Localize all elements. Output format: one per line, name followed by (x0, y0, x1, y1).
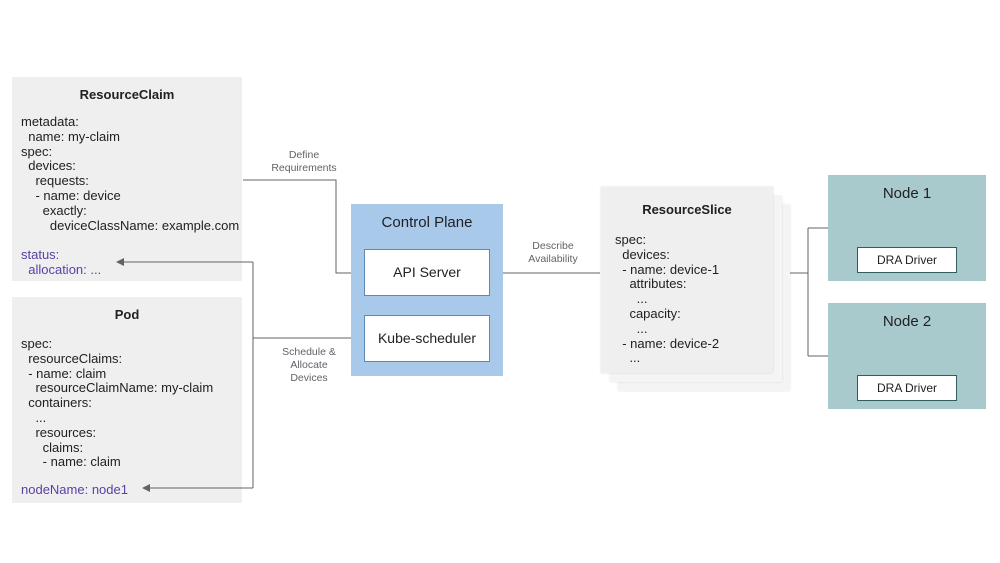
describe-label-line: Describe (532, 240, 574, 252)
code-line: spec: (21, 143, 53, 159)
node-2-dra-driver: DRA Driver (857, 375, 957, 401)
code-line: spec: (615, 232, 647, 247)
code-line: ... (615, 291, 648, 307)
control-plane-title: Control Plane (381, 214, 473, 231)
code-line: devices: (615, 246, 670, 262)
node-2-title: Node 2 (882, 313, 932, 330)
code-line: exactly: (21, 202, 87, 218)
code-line: capacity: (615, 306, 681, 321)
code-line: - name: device (21, 188, 121, 203)
code-line: - name: device-2 (615, 335, 720, 351)
code-line: spec: (21, 336, 53, 351)
code-line: ... (615, 350, 641, 366)
node-1-title: Node 1 (882, 185, 932, 202)
node-1-box: Node 1 DRA Driver (828, 175, 986, 281)
devices-label-line: Devices (290, 372, 328, 384)
pod-title: Pod (114, 307, 140, 322)
allocate-label-line: Allocate (290, 359, 328, 371)
schedule-allocate-label: Schedule & Allocate Devices (266, 346, 352, 385)
code-line: status: (21, 247, 60, 262)
node-bracket-line (790, 227, 828, 357)
api-server-box: API Server (364, 249, 490, 296)
control-plane-box: Control Plane API Server Kube-scheduler (351, 204, 503, 376)
node-1-dra-driver: DRA Driver (857, 247, 957, 273)
code-line: resources: (21, 424, 97, 440)
resource-claim-title: ResourceClaim (79, 87, 175, 102)
resource-slice-panel: ResourceSlice spec: devices: - name: dev… (601, 187, 773, 373)
pod-node-name: nodeName: node1 (21, 482, 128, 497)
code-line: attributes: (615, 276, 687, 292)
code-line: - name: device-1 (615, 261, 720, 277)
availability-label-line: Availability (528, 253, 578, 265)
requirements-label-line: Requirements (271, 162, 337, 174)
code-line: devices: (21, 158, 76, 174)
define-requirements-arrow (243, 179, 361, 277)
code-line: requests: (21, 173, 89, 189)
code-line: ... (615, 320, 648, 336)
node-2-box: Node 2 DRA Driver (828, 303, 986, 409)
describe-availability-label: Describe Availability (511, 240, 595, 266)
kube-scheduler-box: Kube-scheduler (364, 315, 490, 362)
schedule-label-line: Schedule & (282, 346, 336, 358)
pod-panel: Pod spec: resourceClaims: - name: claim … (12, 297, 242, 503)
define-label-line: Define (288, 149, 320, 161)
code-line: name: my-claim (21, 128, 120, 144)
code-line: deviceClassName: example.com (21, 217, 240, 233)
resource-slice-title: ResourceSlice (642, 202, 732, 217)
code-line: allocation: ... (21, 261, 102, 277)
code-line: ... (21, 410, 47, 425)
code-line: containers: (21, 395, 92, 411)
code-line: metadata: (21, 114, 79, 129)
code-line: resourceClaimName: my-claim (21, 380, 214, 396)
code-line: claims: (21, 439, 84, 455)
code-line: - name: claim (21, 454, 121, 470)
define-requirements-label: Define Requirements (258, 149, 350, 175)
code-line: resourceClaims: (21, 350, 123, 366)
code-line: - name: claim (21, 365, 107, 381)
